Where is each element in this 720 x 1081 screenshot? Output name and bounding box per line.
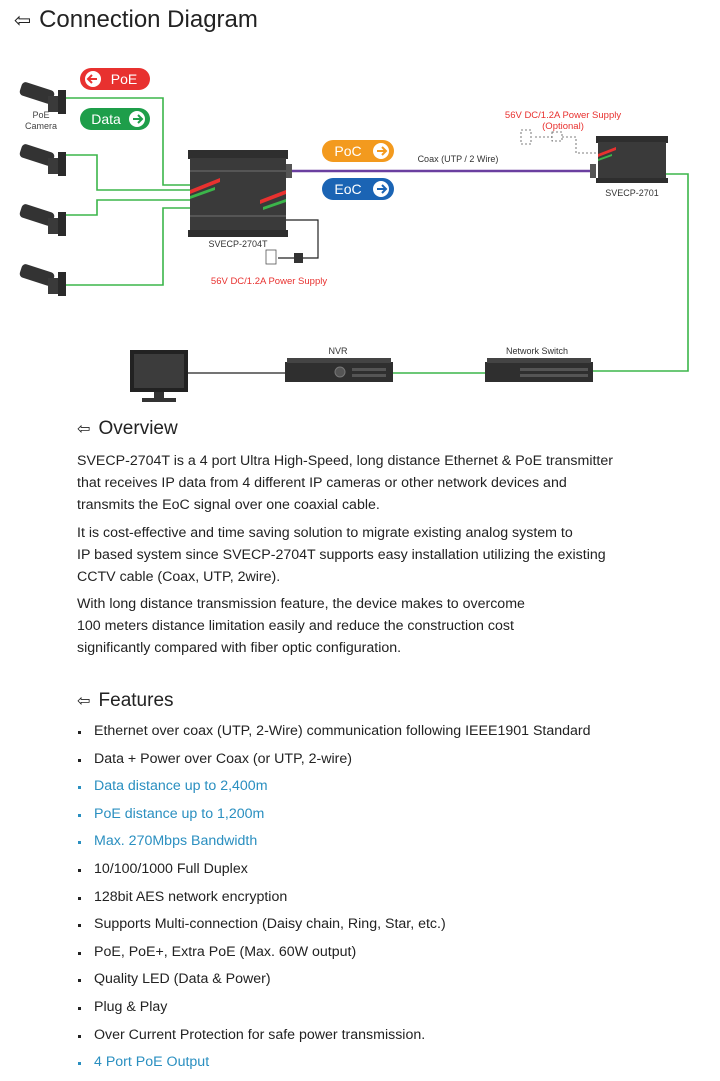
- features-heading: ⇦ Features: [77, 690, 174, 712]
- rx-power-optional: (Optional): [542, 121, 584, 132]
- overview-line: IP based system since SVECP-2704T suppor…: [77, 547, 606, 563]
- feature-item: Max. 270Mbps Bandwidth: [77, 828, 591, 856]
- feature-item: 128bit AES network encryption: [77, 884, 591, 912]
- feature-item: Data + Power over Coax (or UTP, 2-wire): [77, 746, 591, 774]
- camera-3-icon: [19, 204, 66, 236]
- connection-diagram: Coax (UTP / 2 Wire) PoE Camera PoE Data: [19, 68, 689, 402]
- camera-1-icon: [19, 82, 66, 114]
- overview-heading-text: Overview: [98, 418, 178, 439]
- overview-line: 100 meters distance limitation easily an…: [77, 618, 514, 634]
- switch-label: Network Switch: [506, 346, 568, 356]
- camera-wires: [66, 97, 689, 374]
- poc-badge-label: PoC: [334, 143, 361, 159]
- page-title: ⇦ Connection Diagram: [14, 6, 258, 34]
- transmitter-device-icon: [188, 150, 288, 237]
- feature-item: Ethernet over coax (UTP, 2-Wire) communi…: [77, 718, 591, 746]
- back-arrow-icon: ⇦: [77, 692, 91, 710]
- page-title-text: Connection Diagram: [39, 6, 258, 33]
- overview-line: CCTV cable (Coax, UTP, 2wire).: [77, 569, 281, 585]
- data-badge: Data: [80, 108, 150, 130]
- overview-line: It is cost-effective and time saving sol…: [77, 525, 573, 541]
- overview-line: transmits the EoC signal over one coaxia…: [77, 497, 380, 513]
- back-arrow-icon: ⇦: [77, 420, 91, 438]
- poe-badge-label: PoE: [111, 71, 137, 87]
- receiver-label: SVECP-2701: [605, 188, 659, 198]
- poc-badge: PoC: [322, 140, 394, 162]
- camera-label-line2: Camera: [25, 121, 57, 131]
- eoc-badge: EoC: [322, 178, 394, 200]
- transmitter-label: SVECP-2704T: [208, 239, 268, 249]
- overview-heading: ⇦ Overview: [77, 418, 178, 440]
- nvr-label: NVR: [328, 346, 348, 356]
- feature-item: 10/100/1000 Full Duplex: [77, 856, 591, 884]
- back-arrow-icon: ⇦: [14, 9, 32, 32]
- rx-power-adapter-icon: [520, 129, 598, 154]
- rx-power-label: 56V DC/1.2A Power Supply: [505, 110, 621, 121]
- overview-paragraph-3: With long distance transmission feature,…: [77, 593, 677, 659]
- feature-item: Supports Multi-connection (Daisy chain, …: [77, 911, 591, 939]
- monitor-icon: [130, 350, 188, 402]
- overview-line: SVECP-2704T is a 4 port Ultra High-Speed…: [77, 453, 613, 469]
- tx-power-adapter-icon: [294, 253, 303, 263]
- features-heading-text: Features: [98, 690, 174, 711]
- network-switch-icon: [485, 358, 593, 382]
- bnc-connector-rx: [590, 164, 596, 178]
- overview-paragraph-2: It is cost-effective and time saving sol…: [77, 522, 677, 588]
- nvr-device-icon: [285, 358, 393, 382]
- feature-item: PoE, PoE+, Extra PoE (Max. 60W output): [77, 939, 591, 967]
- camera-label-line1: PoE: [32, 110, 49, 120]
- overview-line: significantly compared with fiber optic …: [77, 640, 402, 656]
- feature-item: Over Current Protection for safe power t…: [77, 1022, 591, 1050]
- camera-2-icon: [19, 144, 66, 176]
- bnc-connector-tx: [286, 164, 292, 178]
- overview-paragraph-1: SVECP-2704T is a 4 port Ultra High-Speed…: [77, 450, 677, 516]
- data-badge-label: Data: [91, 111, 121, 127]
- tx-power-label: 56V DC/1.2A Power Supply: [211, 276, 327, 287]
- feature-list: Ethernet over coax (UTP, 2-Wire) communi…: [77, 718, 591, 1077]
- power-outlet-icon: [265, 249, 277, 265]
- feature-item: PoE distance up to 1,200m: [77, 801, 591, 829]
- poe-badge: PoE: [80, 68, 150, 90]
- camera-4-icon: [19, 264, 66, 296]
- overview-line: that receives IP data from 4 different I…: [77, 475, 567, 491]
- feature-item: Plug & Play: [77, 994, 591, 1022]
- overview-line: With long distance transmission feature,…: [77, 596, 525, 612]
- receiver-device-icon: [596, 136, 668, 183]
- feature-item: Quality LED (Data & Power): [77, 966, 591, 994]
- eoc-badge-label: EoC: [334, 181, 361, 197]
- feature-item: 4 Port PoE Output: [77, 1049, 591, 1077]
- coax-label: Coax (UTP / 2 Wire): [418, 154, 499, 164]
- feature-item: Data distance up to 2,400m: [77, 773, 591, 801]
